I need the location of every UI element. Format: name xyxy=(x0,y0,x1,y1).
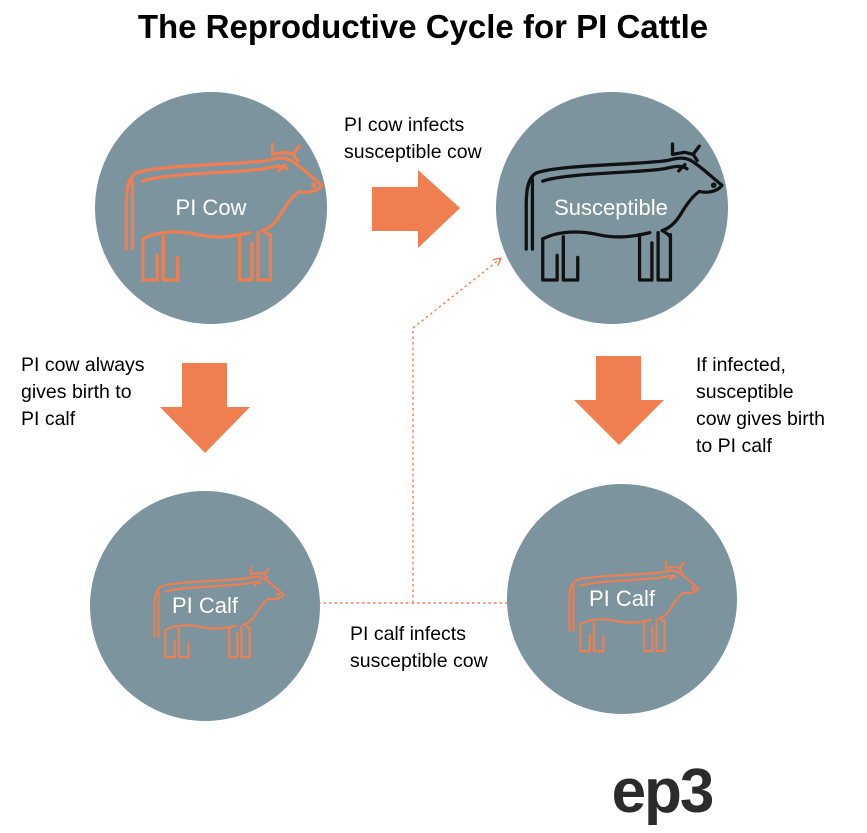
node-label-susceptible: Susceptible xyxy=(554,195,668,220)
dotted-infection-path xyxy=(318,259,508,604)
node-label-pi-calf: PI Calf xyxy=(172,593,239,618)
node-label-pi-cow: PI Cow xyxy=(176,195,247,220)
caption-top: PI cow infects susceptible cow xyxy=(344,114,483,163)
arrow-right xyxy=(372,170,460,248)
node-label-pi-calf: PI Calf xyxy=(589,586,656,611)
caption-right: If infected, susceptible cow gives birth… xyxy=(696,354,830,457)
arrow-down-right xyxy=(574,356,664,445)
caption-left: PI cow always gives birth to PI calf xyxy=(21,354,150,430)
diagram-title: The Reproductive Cycle for PI Cattle xyxy=(138,8,708,45)
arrow-down-left xyxy=(160,363,250,453)
caption-bottom: PI calf infects susceptible cow xyxy=(350,623,489,672)
pi-calf-right-circle xyxy=(507,484,737,714)
pi-calf-left-circle xyxy=(90,491,320,721)
ep3-logo: ep3 xyxy=(612,757,713,826)
